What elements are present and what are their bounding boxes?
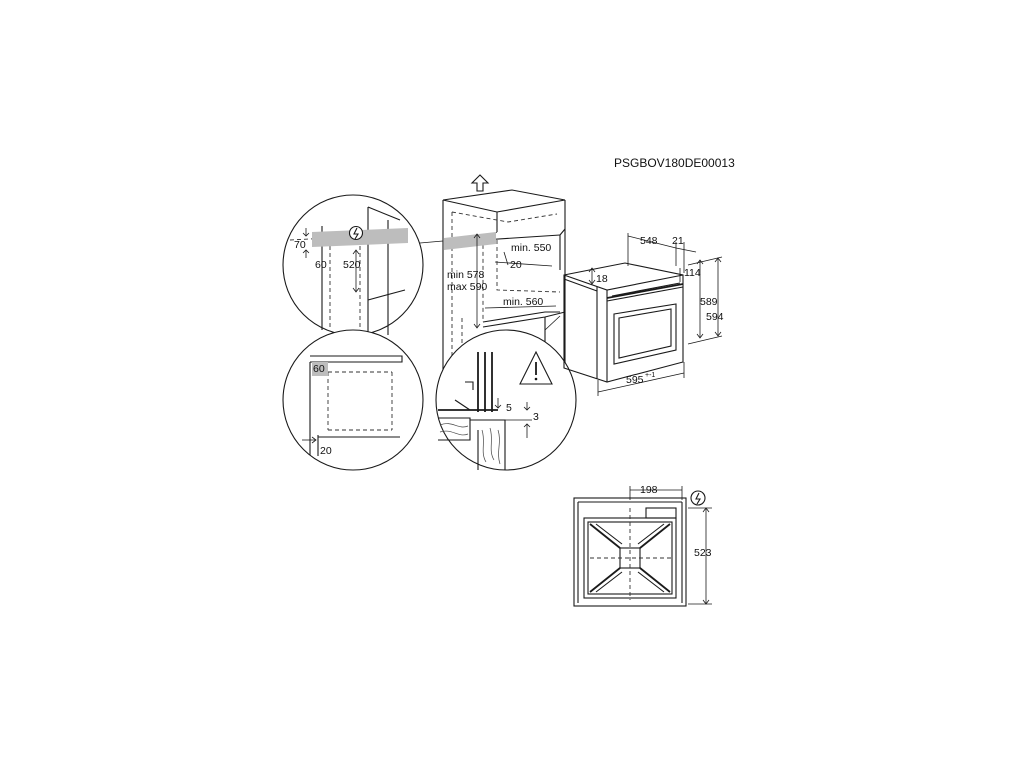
detail-fixing-circle: 5 3 [435,315,577,471]
label-door-21: 21 [672,235,684,247]
power-connection-icon [690,490,706,506]
detail-top-circle: 70 60 520 [282,194,444,336]
label-d20-bottom: 20 [320,445,332,457]
document-code: PSGBOV180DE00013 [614,156,735,170]
label-width-tolerance: +-1 [645,372,655,379]
label-h594: 594 [706,311,724,323]
arrow-up-icon [470,174,490,192]
label-h589: 589 [700,296,718,308]
label-h523: 523 [694,547,712,559]
label-gap5: 5 [506,402,512,414]
label-h520: 520 [343,259,361,271]
oven-drawing: 548 21 18 114 589 594 595 +-1 [563,233,724,396]
label-d60-top: 60 [315,259,327,271]
label-max-height: max 590 [447,281,487,293]
warning-triangle-icon [519,350,553,385]
label-width-595: 595 [626,374,644,386]
label-front-gap: 20 [510,259,522,271]
detail-bottom-circle: 60 20 [282,329,424,471]
label-gap3: 3 [533,411,539,423]
rear-view-drawing: 198 523 [573,484,712,607]
label-h70: 70 [294,239,306,251]
label-panel-114: 114 [684,267,701,279]
label-w198: 198 [640,484,658,496]
label-gap-18: 18 [596,273,608,285]
label-min-height: min 578 [447,269,485,281]
label-d60-bottom: 60 [313,363,325,375]
label-min-depth: min. 550 [511,242,551,254]
label-depth-548: 548 [640,235,658,247]
power-connection-icon [348,225,364,241]
label-min-width: min. 560 [503,296,543,308]
